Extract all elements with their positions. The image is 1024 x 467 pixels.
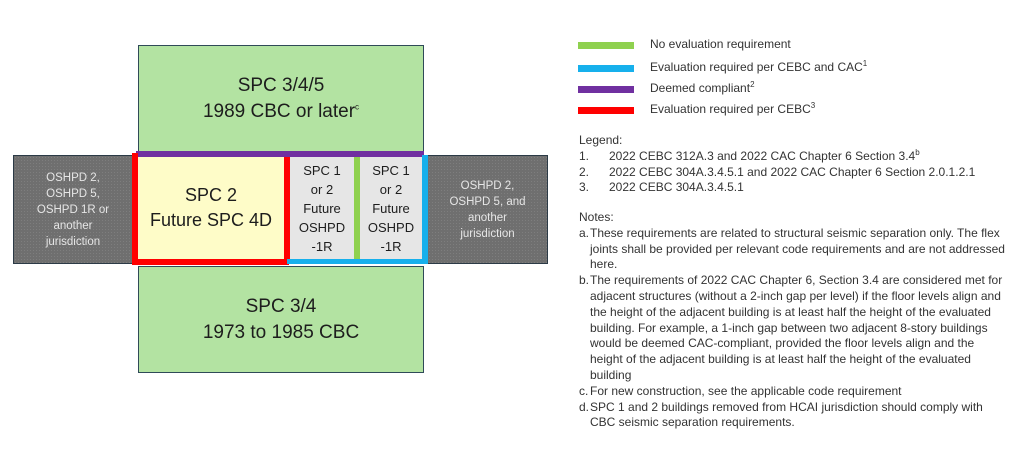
red-bottom-line — [132, 259, 289, 265]
mid-building-1-line: or 2 — [310, 181, 334, 197]
legend-section: Legend: 1. 2022 CEBC 312A.3 and 2022 CAC… — [579, 133, 975, 196]
legend-item-number: 3. — [579, 180, 590, 195]
note-text: SPC 1 and 2 buildings removed from HCAI … — [590, 399, 983, 430]
note-text: The requirements of 2022 CAC Chapter 6, … — [590, 273, 1003, 382]
top-building-line-2: 1989 CBC or laterc — [202, 100, 360, 122]
red-divider-line — [284, 157, 290, 264]
left-building-line: jurisdiction — [45, 235, 101, 248]
legend-item-number: 1. — [579, 148, 590, 163]
purple-swatch — [578, 86, 634, 93]
mid-building-1-line: Future — [303, 200, 341, 216]
right-building-line: another — [467, 211, 507, 224]
right-building-line: jurisdiction — [460, 227, 515, 240]
purple-deemed-compliant-top-line — [136, 151, 424, 157]
note-item: a. These requirements are related to str… — [579, 226, 1010, 273]
mid-building-2-line: or 2 — [379, 181, 403, 197]
center-building-line-2: Future SPC 4D — [149, 210, 273, 230]
mid-building-2-line: -1R — [380, 238, 402, 254]
mid-building-1-line: -1R — [311, 238, 333, 254]
note-text: These requirements are related to struct… — [590, 225, 1005, 272]
notes-section: Notes: a. These requirements are related… — [579, 210, 1010, 431]
key-label-deemed-compliant: Deemed compliant2 — [650, 80, 755, 96]
green-divider-line — [354, 157, 360, 259]
red-left-line — [132, 153, 138, 264]
right-building-line: OSHPD 2, — [460, 179, 515, 192]
mid-building-2-spc-1-or-2: SPC 1 or 2 Future OSHPD -1R — [360, 157, 422, 259]
blue-bottom-line — [287, 259, 428, 264]
note-item: b. The requirements of 2022 CAC Chapter … — [579, 273, 1010, 384]
mid-building-1-line: SPC 1 — [303, 162, 341, 178]
green-swatch — [578, 42, 634, 49]
top-building-spc-3-4-5: SPC 3/4/5 1989 CBC or laterc — [138, 45, 424, 152]
red-swatch — [578, 107, 634, 114]
right-building-line: OSHPD 5, and — [449, 195, 526, 208]
mid-building-1-spc-1-or-2: SPC 1 or 2 Future OSHPD -1R — [290, 157, 354, 259]
note-letter: c. — [579, 383, 589, 398]
mid-building-2-line: OSHPD — [367, 219, 415, 235]
legend-item-text: 2022 CEBC 304A.3.4.5.1 — [609, 180, 744, 195]
note-item: c. For new construction, see the applica… — [579, 384, 1010, 400]
left-building-line: OSHPD 2, — [46, 171, 100, 184]
note-letter: a. — [579, 225, 590, 240]
mid-building-1-line: OSHPD — [298, 219, 346, 235]
notes-title: Notes: — [579, 210, 614, 224]
bottom-building-line-1: SPC 3/4 — [245, 295, 317, 317]
left-building-line: another — [53, 219, 93, 232]
legend-title: Legend: — [579, 133, 623, 147]
center-building-spc-2: SPC 2 Future SPC 4D — [137, 157, 285, 259]
legend-item: 3. 2022 CEBC 304A.3.4.5.1 — [579, 180, 975, 196]
footnote-c-marker: c — [355, 102, 360, 112]
legend-item-number: 2. — [579, 164, 590, 179]
legend-item: 2. 2022 CEBC 304A.3.4.5.1 and 2022 CAC C… — [579, 165, 975, 181]
mid-building-2-line: Future — [372, 200, 410, 216]
right-adjacent-building: OSHPD 2, OSHPD 5, and another jurisdicti… — [427, 155, 548, 264]
legend-item: 1. 2022 CEBC 312A.3 and 2022 CAC Chapter… — [579, 147, 975, 165]
key-label-no-evaluation: No evaluation requirement — [650, 37, 791, 51]
mid-building-2-line: SPC 1 — [372, 162, 410, 178]
note-item: d. SPC 1 and 2 buildings removed from HC… — [579, 400, 1010, 432]
left-building-line: OSHPD 1R or — [36, 203, 110, 216]
top-building-line-1: SPC 3/4/5 — [237, 74, 325, 96]
center-building-line-1: SPC 2 — [184, 185, 238, 205]
note-letter: b. — [579, 273, 590, 288]
bottom-building-line-2: 1973 to 1985 CBC — [202, 321, 360, 343]
note-letter: d. — [579, 399, 590, 414]
legend-item-text: 2022 CEBC 304A.3.4.5.1 and 2022 CAC Chap… — [609, 164, 976, 179]
legend-item-text: 2022 CEBC 312A.3 and 2022 CAC Chapter 6 … — [609, 147, 920, 163]
bottom-building-spc-3-4: SPC 3/4 1973 to 1985 CBC — [138, 266, 424, 373]
note-text: For new construction, see the applicable… — [590, 383, 902, 398]
key-label-evaluation-cebc: Evaluation required per CEBC3 — [650, 101, 816, 117]
blue-swatch — [578, 65, 634, 72]
blue-right-line — [422, 155, 428, 264]
left-building-line: OSHPD 5, — [46, 187, 100, 200]
left-adjacent-building: OSHPD 2, OSHPD 5, OSHPD 1R or another ju… — [13, 155, 133, 264]
key-label-evaluation-cebc-cac: Evaluation required per CEBC and CAC1 — [650, 59, 868, 75]
